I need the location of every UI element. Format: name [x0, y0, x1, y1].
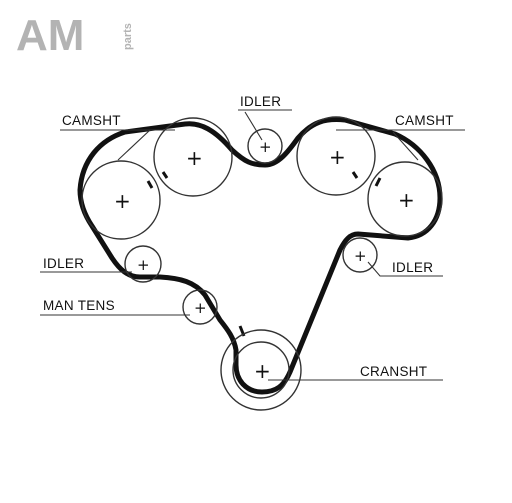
idler-top-center-icon: +	[259, 138, 272, 156]
label-idler-left: IDLER	[43, 256, 84, 271]
crankshaft-inner-pulley	[232, 341, 290, 399]
label-camshaft-left: CAMSHT	[62, 113, 121, 128]
man-tens-pulley	[182, 289, 218, 325]
idler-top-pulley	[247, 128, 283, 164]
idler-left-pulley	[124, 245, 162, 283]
idler-right-pulley	[342, 237, 378, 273]
timing-mark	[374, 177, 382, 187]
idler-right-center-icon: +	[354, 247, 367, 265]
label-man-tens: MAN TENS	[43, 298, 115, 313]
timing-mark	[351, 171, 359, 179]
label-crankshaft: CRANSHT	[360, 364, 427, 379]
camshaft-left-center-icon: +	[114, 189, 131, 213]
camshaft-right-center-icon: +	[329, 145, 346, 169]
label-idler-right: IDLER	[392, 260, 433, 275]
timing-belt	[77, 117, 443, 395]
timing-mark	[161, 171, 169, 179]
timing-mark	[146, 180, 154, 189]
label-camshaft-right: CAMSHT	[395, 113, 454, 128]
brand-logo: AM parts	[16, 11, 134, 60]
camshaft-left-pulley	[81, 160, 161, 240]
leader-camshaft-left	[60, 129, 175, 161]
leader-idler-right	[367, 261, 443, 277]
leader-idler-top	[238, 109, 292, 141]
camshaft-right2-center-icon: +	[398, 188, 415, 212]
logo-sub-text: parts	[122, 23, 134, 50]
leader-camshaft-right	[336, 129, 465, 161]
camshaft-right2-pulley	[367, 161, 443, 237]
crankshaft-outer-pulley	[220, 329, 302, 411]
camshaft-left2-pulley	[153, 117, 233, 197]
camshaft-left2-center-icon: +	[186, 146, 203, 170]
idler-left-center-icon: +	[137, 256, 150, 274]
logo-mark: AM	[16, 11, 84, 60]
crankshaft-center-icon: +	[254, 359, 271, 383]
man-tens-center-icon: +	[194, 299, 207, 317]
label-idler-top: IDLER	[240, 94, 281, 109]
camshaft-right-pulley	[296, 116, 376, 196]
